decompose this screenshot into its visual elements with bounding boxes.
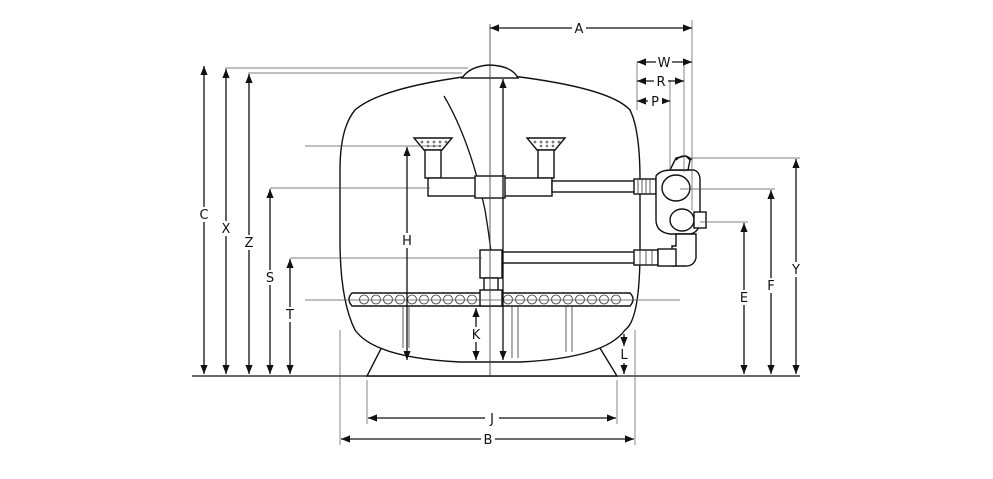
label-X: X: [222, 222, 231, 237]
label-E: E: [740, 291, 748, 306]
label-R: R: [656, 75, 665, 90]
central-pipe: [479, 249, 503, 293]
lower-outlet-pipe: [487, 248, 677, 267]
label-C: C: [199, 208, 208, 223]
lower-laterals: [348, 289, 634, 358]
label-H: H: [402, 234, 412, 249]
dimension-labels: A W R P C X Z S T H K L E F Y J B: [197, 21, 803, 448]
label-T: T: [285, 308, 294, 323]
label-W: W: [658, 56, 671, 71]
label-Y: Y: [791, 263, 800, 278]
extension-lines: [225, 20, 800, 445]
label-K: K: [472, 328, 481, 343]
label-Z: Z: [245, 236, 254, 251]
label-A: A: [575, 22, 584, 37]
label-P: P: [651, 95, 659, 110]
multiport-valve: [655, 155, 707, 267]
label-F: F: [767, 279, 774, 294]
label-J: J: [489, 412, 494, 427]
label-L: L: [620, 348, 628, 363]
label-B: B: [484, 433, 493, 448]
label-S: S: [266, 271, 274, 286]
upper-connector: [633, 178, 657, 195]
